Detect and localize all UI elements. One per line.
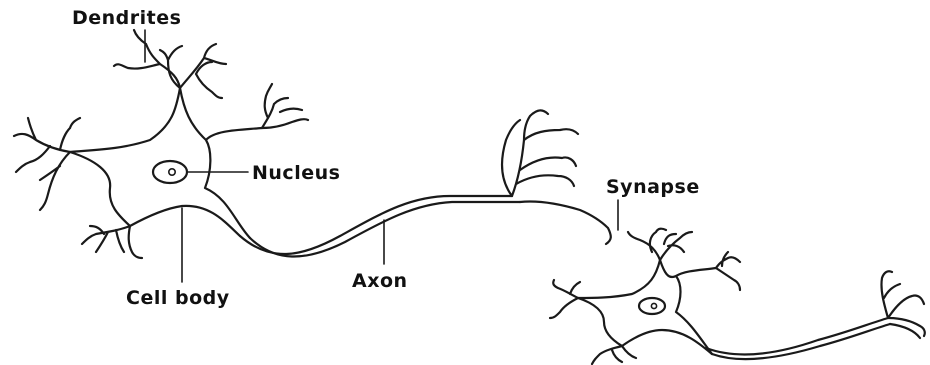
nucleolus-shape [169,169,175,175]
axon-terminals-2 [881,271,924,338]
dendrite-bottom-2 [592,346,636,364]
cell-body-outline [70,88,262,238]
labels: Dendrites Nucleus Cell body Axon Synapse [72,7,700,309]
leader-lines [145,30,618,282]
nucleolus-shape-2 [651,303,656,308]
axon-label: Axon [352,270,408,292]
cell-body-outline-2 [578,260,716,354]
dendrites-label: Dendrites [72,7,181,29]
dendrite-top [114,30,226,98]
cell-body-label: Cell body [126,287,230,309]
synapse-label: Synapse [606,176,700,198]
dendrite-top-2 [628,229,692,260]
dendrite-left [14,118,80,210]
dendrite-bottom-left [82,226,142,258]
axon-line-inner-2 [706,318,888,354]
neuron-1 [14,30,611,258]
neuron-2 [550,229,925,364]
nucleus-shape [153,161,187,183]
dendrite-right [262,84,308,128]
dendrite-left-2 [550,280,580,318]
axon-line-inner [250,202,520,257]
dendrite-right-2 [716,252,740,290]
axon-terminals [502,110,611,244]
nucleus-label: Nucleus [252,162,340,184]
